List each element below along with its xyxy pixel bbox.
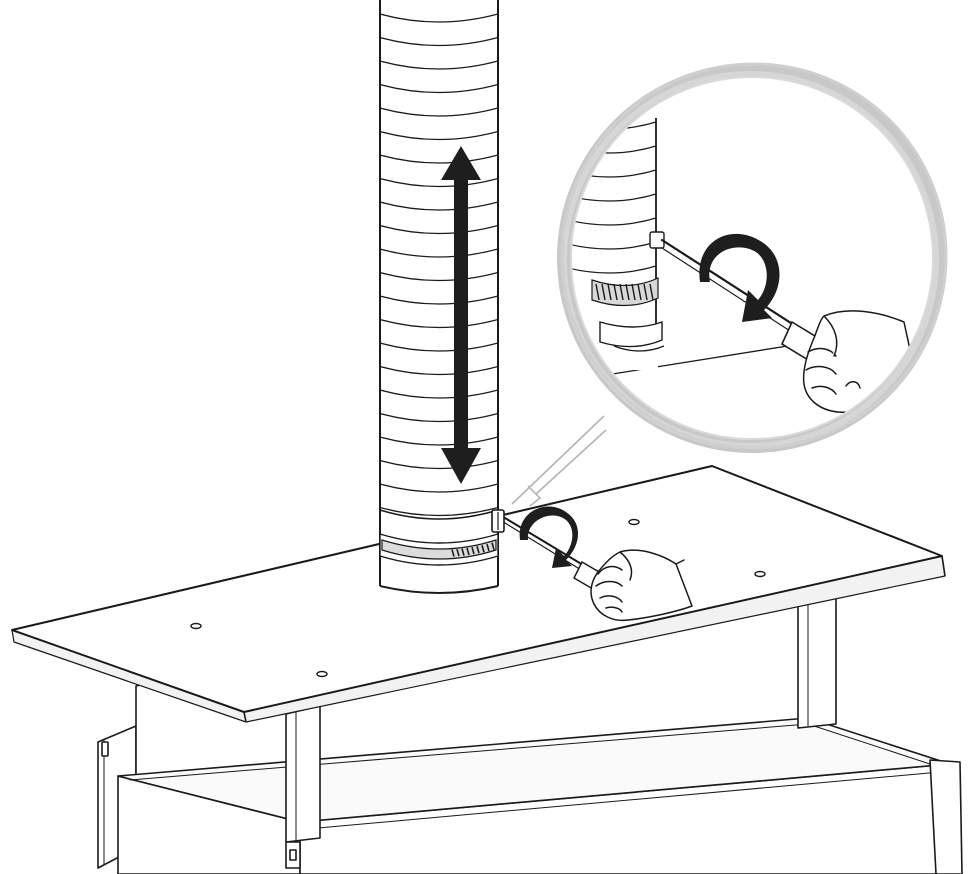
zoom-detail — [557, 62, 948, 453]
duct-ring — [380, 365, 498, 376]
zoom-clamp-tooth — [637, 283, 642, 301]
clamp-tooth — [451, 549, 455, 557]
clamp-tooth — [471, 546, 475, 555]
clamp-tooth — [476, 546, 480, 554]
duct-ring — [380, 224, 498, 235]
duct-ring — [380, 177, 498, 188]
duct-ring — [380, 154, 498, 164]
clamp-tooth — [456, 548, 460, 557]
clamp-tooth — [481, 544, 485, 553]
duct-ring — [380, 36, 498, 47]
clamp-tooth — [491, 542, 495, 550]
duct-ring — [380, 13, 498, 23]
clamp-tooth — [461, 548, 465, 556]
duct-ring — [380, 83, 498, 94]
double-headed-arrow-icon — [441, 146, 481, 484]
duct-ring — [380, 459, 498, 470]
zoom-clamp-tooth — [613, 283, 618, 301]
zoom-clamp-tooth — [643, 283, 648, 301]
duct-ring — [380, 506, 498, 517]
flexible-duct — [379, 0, 505, 594]
zoom-clamp-tooth — [595, 283, 600, 301]
duct-ring — [380, 389, 498, 399]
rotate-clockwise-icon — [519, 506, 579, 568]
zoom-leader — [511, 415, 607, 507]
duct-ring — [380, 436, 498, 446]
hose-clamp — [381, 509, 505, 560]
zoom-rotate-clockwise-icon — [699, 233, 780, 322]
zoom-clamp-tooth — [625, 283, 630, 301]
hood-body — [97, 539, 963, 874]
hand-icon — [590, 549, 693, 622]
zoom-clamp-tooth — [649, 283, 654, 301]
duct-ring — [380, 412, 498, 423]
duct-ring — [380, 107, 498, 117]
zoom-clamp-tooth — [631, 283, 636, 301]
duct-ring — [380, 130, 498, 141]
duct-ring — [380, 60, 498, 70]
duct-ring — [380, 342, 498, 352]
duct-ring — [380, 271, 498, 282]
zoom-clamp-tooth — [607, 283, 612, 301]
duct-ring — [380, 483, 498, 493]
duct-ring — [380, 248, 498, 258]
duct-ring — [380, 318, 498, 329]
duct-ring — [380, 201, 498, 211]
duct-ring — [380, 295, 498, 305]
zoom-clamp-tooth — [619, 283, 624, 301]
clamp-tooth — [486, 543, 490, 552]
zoom-clamp-tooth — [601, 283, 606, 301]
clamp-tooth — [466, 547, 470, 556]
